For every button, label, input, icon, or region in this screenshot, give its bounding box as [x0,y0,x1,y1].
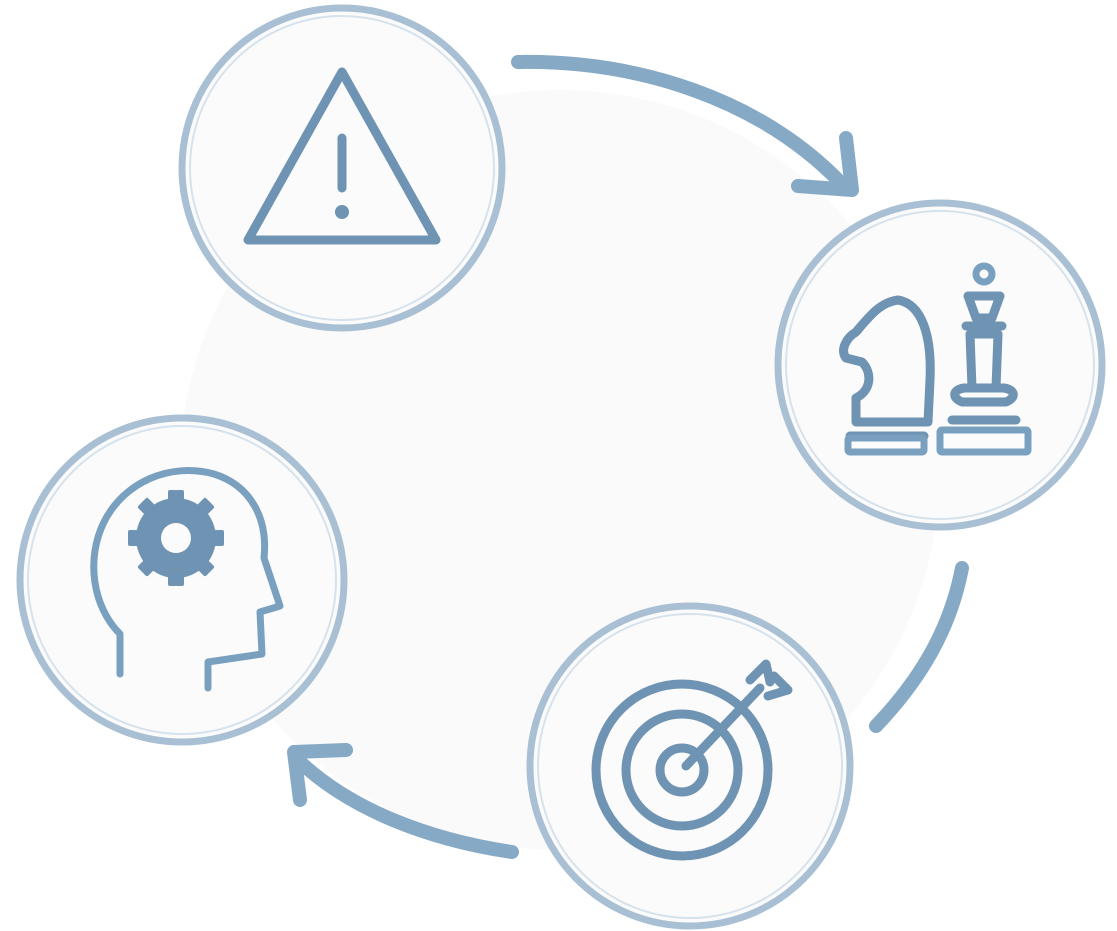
gear-icon [128,490,224,586]
chess-pieces-icon [839,262,1032,456]
arrow-warning-to-strategy [511,54,859,197]
node-target [526,602,854,930]
head-gear-icon [90,467,284,692]
target-arrow-icon [591,659,793,861]
node-mind [16,414,348,746]
node-warning [178,4,506,332]
connector-strategy-to-target [869,561,969,733]
arrow-target-to-mind [287,743,519,859]
node-strategy [774,199,1106,531]
warning-triangle-icon [243,67,441,245]
